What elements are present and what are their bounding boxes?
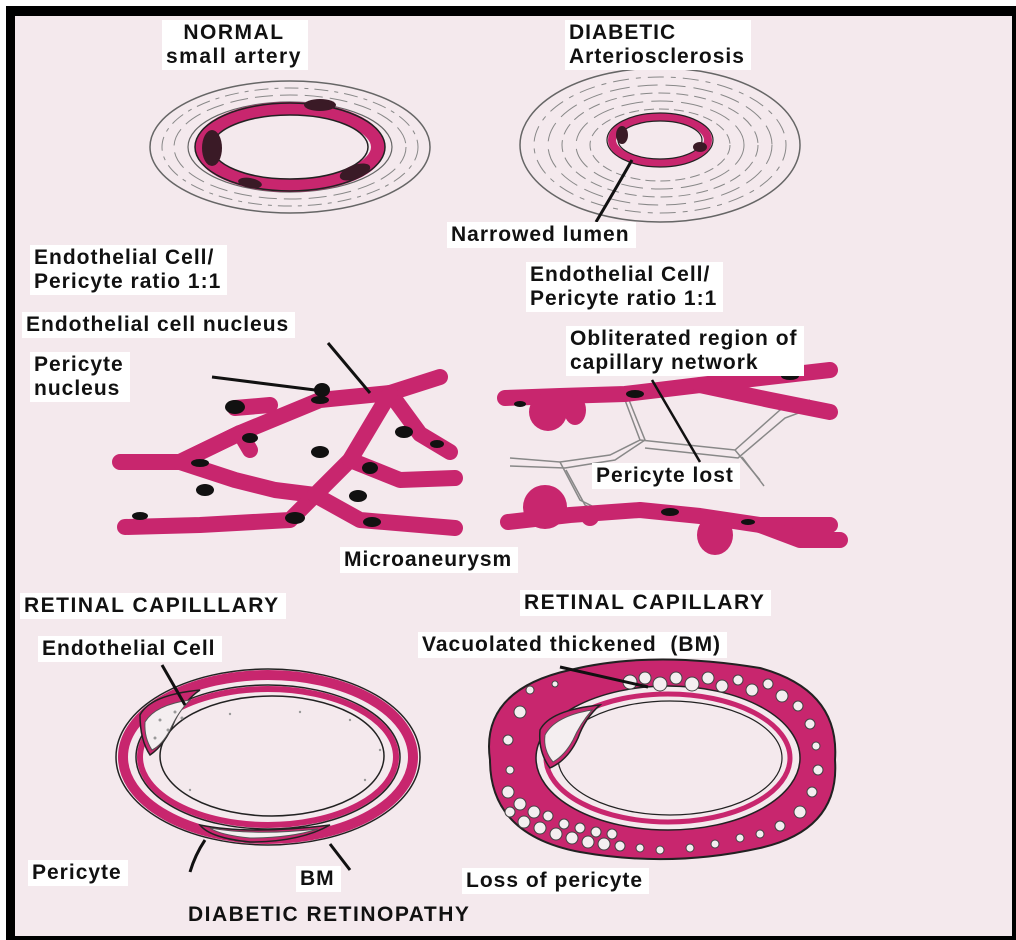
diabetic-artery-illustration [520, 68, 800, 222]
pericyte-label: Pericyte [28, 860, 128, 886]
loss-of-pericyte-label: Loss of pericyte [462, 868, 649, 894]
obliterated-region-label: Obliterated region of capillary network [566, 326, 804, 376]
normal-retinal-capillary-illustration [116, 669, 420, 845]
narrowed-lumen-label: Narrowed lumen [447, 222, 636, 248]
retinal-capillary-left-label: RETINAL CAPILLLARY [20, 593, 286, 619]
diabetic-retinal-capillary-illustration [489, 659, 835, 859]
diabetic-arteriosclerosis-title: DIABETIC Arteriosclerosis [565, 20, 751, 70]
retinal-capillary-right-label: RETINAL CAPILLARY [520, 590, 771, 616]
bm-label: BM [296, 866, 341, 892]
pericyte-leader [190, 840, 205, 872]
ratio-right-label: Endothelial Cell/ Pericyte ratio 1:1 [526, 262, 723, 312]
pericyte-nucleus-leader [212, 377, 315, 390]
endothelial-cell-label: Endothelial Cell [38, 636, 222, 662]
narrowed-lumen-leader [596, 160, 632, 222]
normal-artery-illustration [150, 81, 430, 213]
ratio-left-label: Endothelial Cell/ Pericyte ratio 1:1 [30, 245, 227, 295]
normal-small-artery-title: NORMAL small artery [162, 20, 308, 70]
vacuolated-bm-label: Vacuolated thickened (BM) [418, 632, 727, 658]
pericyte-nucleus-label: Pericyte nucleus [30, 352, 130, 402]
diabetic-retinopathy-footer: DIABETIC RETINOPATHY [184, 902, 476, 928]
endothelial-nucleus-leader [328, 343, 370, 393]
endothelial-cell-nucleus-label: Endothelial cell nucleus [22, 312, 295, 338]
pericyte-lost-label: Pericyte lost [592, 463, 740, 489]
normal-capillary-network [120, 377, 455, 528]
microaneurysm-label: Microaneurysm [340, 547, 518, 573]
